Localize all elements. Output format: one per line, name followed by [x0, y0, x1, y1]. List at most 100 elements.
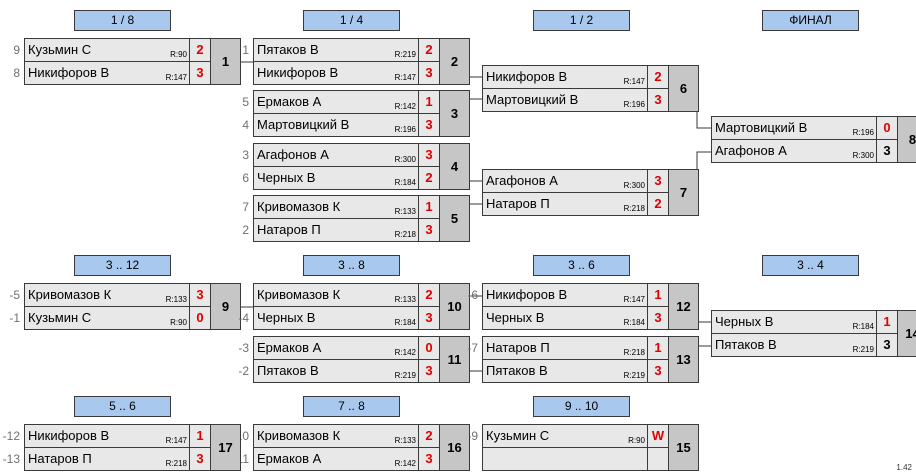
seed-number: 9 — [13, 43, 20, 57]
seed-number: -1 — [9, 311, 20, 325]
round-header: 3 .. 12 — [74, 255, 171, 276]
player-rating: R:218 — [165, 459, 187, 468]
player-score: 3 — [189, 447, 211, 471]
match-number: 15 — [668, 424, 699, 471]
player-score: 3 — [647, 88, 669, 112]
player-name: Натаров П — [257, 222, 321, 237]
player-name: Натаров П — [28, 451, 92, 466]
player-rating: R:142 — [394, 459, 416, 468]
player-score: 3 — [876, 139, 898, 163]
seed-number: -4 — [238, 311, 249, 325]
player-score: 3 — [418, 143, 440, 167]
player-name: Кривомазов К — [257, 287, 341, 302]
player-rating: R:219 — [394, 371, 416, 380]
player-rating: R:147 — [165, 436, 187, 445]
player-rating: R:196 — [852, 128, 874, 137]
player-score: 3 — [189, 61, 211, 85]
player-name: Агафонов А — [715, 143, 787, 158]
player-rating: R:218 — [623, 204, 645, 213]
player-row: Ермаков А R:142 — [253, 447, 419, 471]
player-row: Натаров П R:218 — [253, 218, 419, 242]
seed-number: 5 — [242, 95, 249, 109]
player-score: 3 — [189, 283, 211, 307]
player-row: Мартовицкий В R:196 — [711, 116, 877, 140]
player-rating: R:133 — [394, 295, 416, 304]
player-name: Черных В — [257, 170, 316, 185]
seed-number: -13 — [2, 452, 20, 466]
round-header: 1 / 2 — [533, 10, 630, 31]
round-header: 1 / 8 — [74, 10, 171, 31]
player-score: 3 — [876, 333, 898, 357]
player-name: Кузьмин С — [28, 310, 92, 325]
match-number: 9 — [210, 283, 241, 330]
player-score: 1 — [418, 90, 440, 114]
player-name: Натаров П — [486, 196, 550, 211]
player-rating: R:300 — [852, 151, 874, 160]
player-rating: R:218 — [623, 348, 645, 357]
match-number: 1 — [210, 38, 241, 85]
player-score: 1 — [647, 283, 669, 307]
player-name: Никифоров В — [257, 65, 339, 80]
seed-number: 4 — [242, 118, 249, 132]
player-name: Пятаков В — [486, 363, 548, 378]
seed-number: -7 — [467, 341, 478, 355]
player-name: Кривомазов К — [28, 287, 112, 302]
player-row: Кривомазов К R:133 — [253, 283, 419, 307]
player-score: 0 — [189, 306, 211, 330]
match-number: 4 — [439, 143, 470, 190]
match-number: 10 — [439, 283, 470, 330]
player-name: Натаров П — [486, 340, 550, 355]
seed-number: 2 — [242, 223, 249, 237]
player-name: Мартовицкий В — [715, 120, 808, 135]
player-name: Кривомазов К — [257, 199, 341, 214]
round-header: 1 / 4 — [303, 10, 400, 31]
player-rating: R:219 — [852, 345, 874, 354]
player-score: 0 — [418, 336, 440, 360]
round-header: 3 .. 8 — [303, 255, 400, 276]
match-number: 2 — [439, 38, 470, 85]
player-score: 3 — [418, 218, 440, 242]
seed-number: -5 — [9, 288, 20, 302]
player-rating: R:218 — [394, 230, 416, 239]
player-rating: R:147 — [623, 77, 645, 86]
player-row: Натаров П R:218 — [482, 336, 648, 360]
player-score — [647, 447, 669, 471]
round-header: ФИНАЛ — [762, 10, 859, 31]
seed-number: 3 — [242, 148, 249, 162]
player-rating: R:133 — [394, 207, 416, 216]
player-name: Ермаков А — [257, 451, 322, 466]
player-score: 3 — [647, 306, 669, 330]
player-rating: R:219 — [394, 50, 416, 59]
player-row: Натаров П R:218 — [482, 192, 648, 216]
round-header: 9 .. 10 — [533, 396, 630, 417]
player-rating: R:147 — [165, 73, 187, 82]
round-header: 3 .. 6 — [533, 255, 630, 276]
seed-number: -6 — [467, 288, 478, 302]
player-rating: R:147 — [394, 73, 416, 82]
player-name: Агафонов А — [486, 173, 558, 188]
player-name: Никифоров В — [486, 69, 568, 84]
player-score: 2 — [418, 166, 440, 190]
